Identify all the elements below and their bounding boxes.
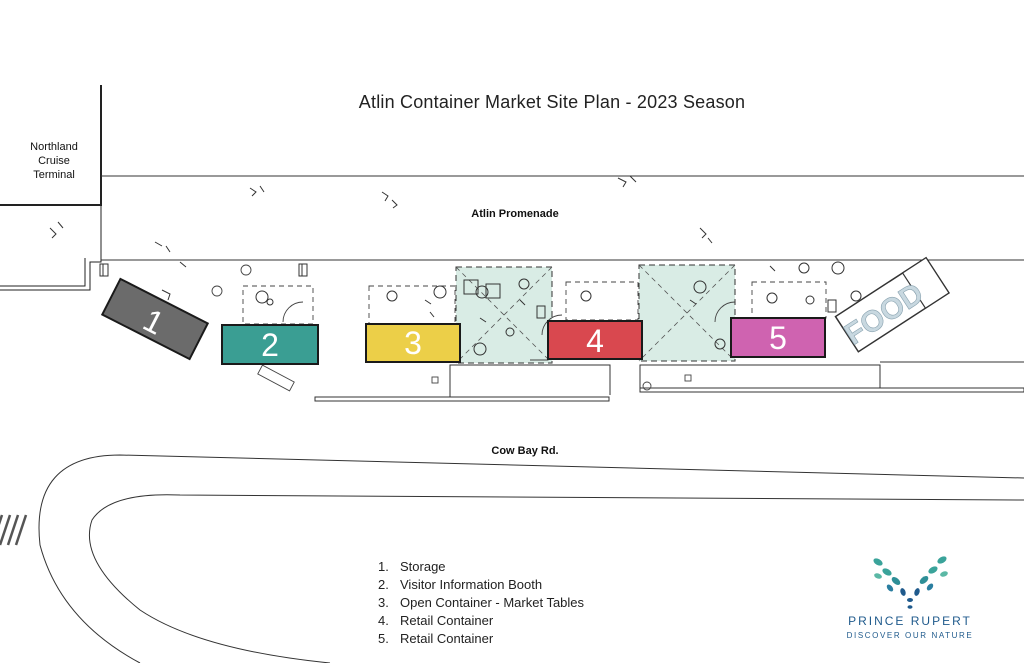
legend-item-number: 1. — [378, 559, 389, 574]
container-3-number: 3 — [404, 325, 422, 361]
legend-item-number: 4. — [378, 613, 389, 628]
legend-item-label: Visitor Information Booth — [400, 577, 543, 592]
legend-item-label: Open Container - Market Tables — [400, 595, 585, 610]
terminal-building — [0, 85, 102, 291]
terminal-label-line-2: Cruise — [38, 155, 70, 167]
container-1: 1 — [100, 277, 210, 361]
container-5-body — [730, 317, 826, 358]
road-edges — [314, 361, 1024, 402]
legend-item-label: Retail Container — [400, 613, 494, 628]
legend-item: 1. Storage — [378, 558, 584, 576]
container-2-body — [221, 324, 319, 365]
road-curve — [38, 454, 1024, 663]
road-label: Cow Bay Rd. — [491, 445, 559, 457]
people-and-chairs — [49, 175, 862, 356]
container-5: 5 — [730, 317, 826, 358]
food-truck: FOOD — [834, 256, 950, 353]
container-4: 4 — [547, 320, 643, 360]
legend-item: 5. Retail Container — [378, 630, 584, 648]
legend-item-number: 3. — [378, 595, 389, 610]
promenade-label: Atlin Promenade — [471, 208, 559, 220]
legend-item-label: Storage — [400, 559, 446, 574]
terminal-label-line-3: Terminal — [33, 169, 75, 181]
brand-block: PRINCE RUPERT DISCOVER OUR NATURE — [830, 614, 990, 640]
legend-item: 2. Visitor Information Booth — [378, 576, 584, 594]
container-2-number: 2 — [261, 327, 279, 363]
legend: 1. Storage 2. Visitor Information Booth 3.… — [378, 558, 584, 648]
legend-item: 3. Open Container - Market Tables — [378, 594, 584, 612]
promenade-edges — [101, 175, 1024, 261]
container-3: 3 — [365, 323, 461, 363]
brand-name: PRINCE RUPERT — [848, 614, 972, 628]
container-5-number: 5 — [769, 320, 787, 356]
prince-rupert-logo-icon — [873, 556, 948, 609]
legend-item-number: 2. — [378, 577, 389, 592]
page-title: Atlin Container Market Site Plan - 2023 … — [358, 92, 746, 112]
container-1-body — [100, 277, 210, 361]
legend-item-number: 5. — [378, 631, 389, 646]
container-4-number: 4 — [586, 323, 604, 359]
container-2: 2 — [221, 324, 319, 365]
terminal-label: Northland Cruise Terminal — [20, 140, 88, 182]
crosswalk-stripes — [0, 514, 28, 546]
market-tent-left — [455, 266, 553, 364]
container-3-body — [365, 323, 461, 363]
market-tent-right — [638, 264, 736, 362]
terminal-label-line-1: Northland — [30, 141, 78, 153]
legend-item-label: Retail Container — [400, 631, 494, 646]
container-4-body — [547, 320, 643, 360]
brand-tagline: DISCOVER OUR NATURE — [846, 631, 974, 640]
legend-item: 4. Retail Container — [378, 612, 584, 630]
